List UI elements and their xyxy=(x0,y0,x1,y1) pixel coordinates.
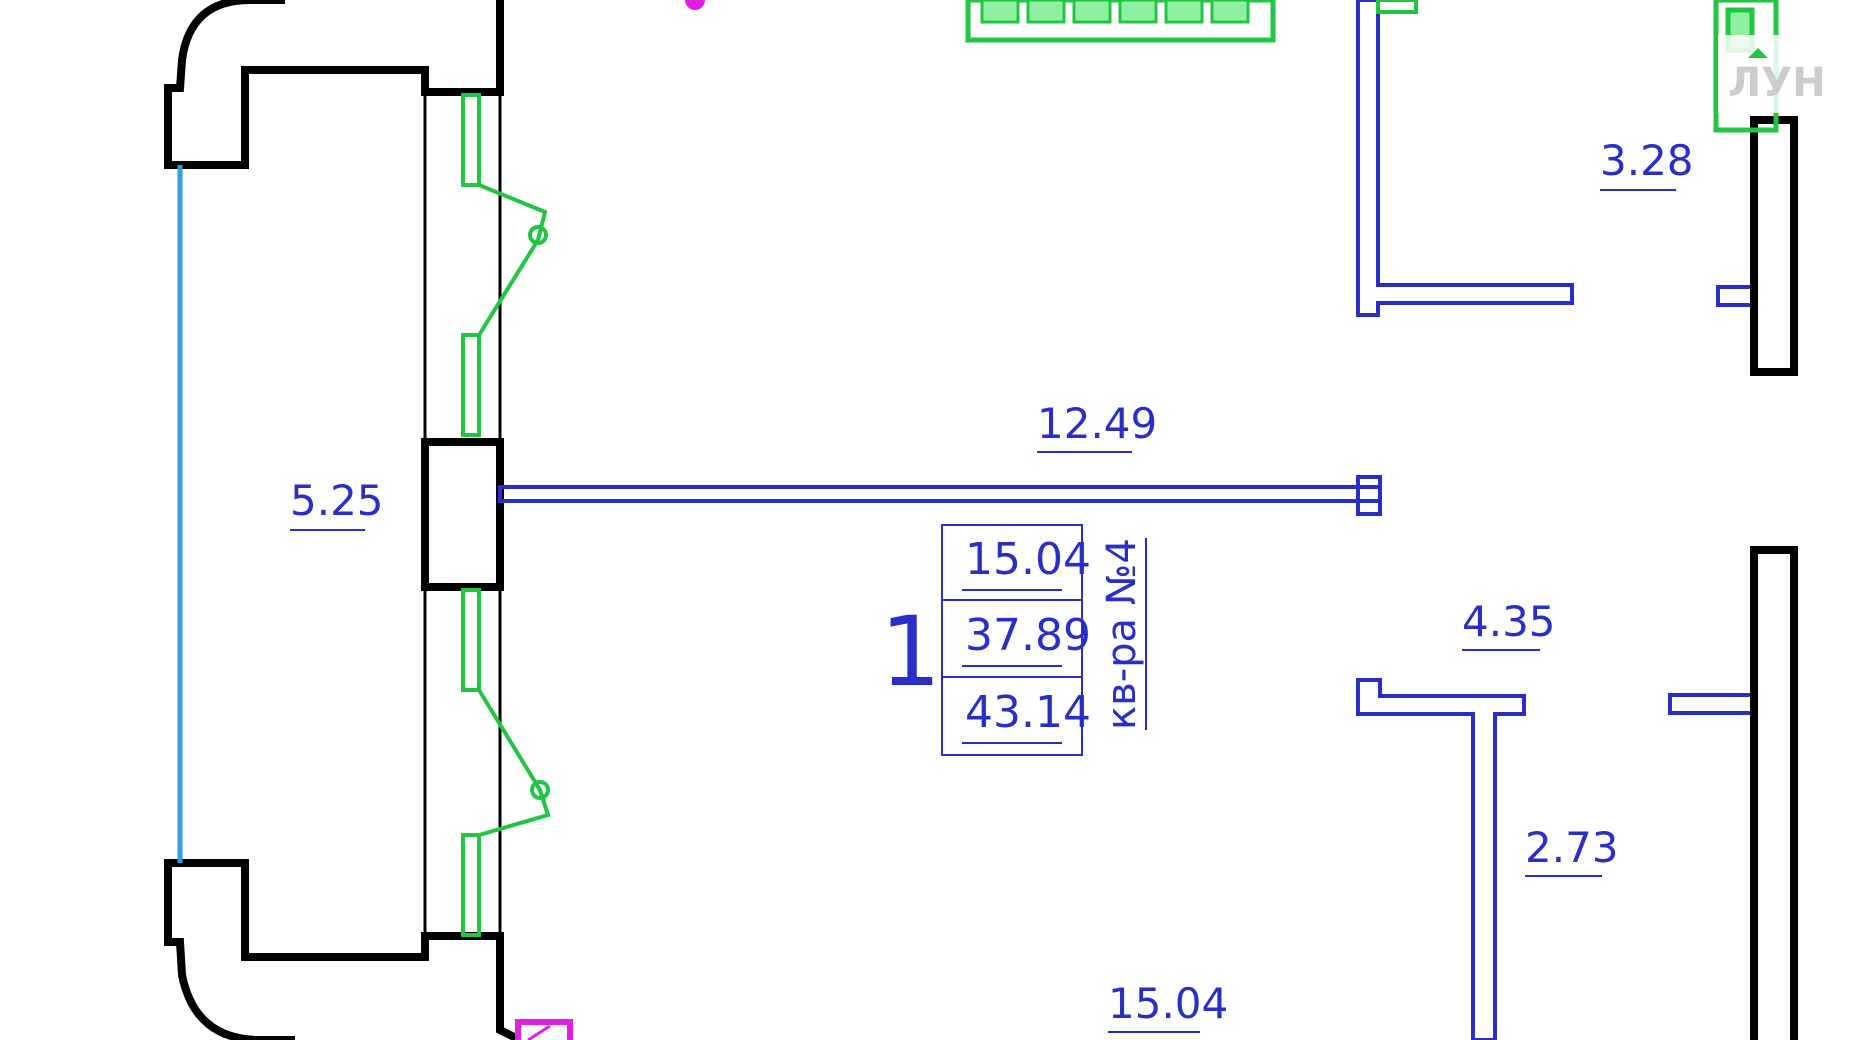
bottom-area-label: 15.04 xyxy=(1108,979,1228,1028)
balcony-walls xyxy=(164,0,522,1040)
apartment-area-2: 37.89 xyxy=(965,610,1091,661)
right-lower-area-label: 2.73 xyxy=(1525,823,1619,872)
partitions xyxy=(498,0,1756,1040)
right-middle-area-label: 4.35 xyxy=(1462,597,1556,646)
marker-top xyxy=(685,0,705,10)
watermark-text: ЛУН xyxy=(1728,60,1826,106)
marker-bottom xyxy=(515,1019,573,1040)
watermark-logo: ЛУН xyxy=(1718,35,1826,113)
balcony-door-fixtures xyxy=(461,93,551,937)
right-walls xyxy=(1750,116,1798,1040)
apartment-number: 1 xyxy=(880,596,941,708)
apartment-area-1: 15.04 xyxy=(965,534,1091,585)
apartment-info: 1 15.04 37.89 43.14 кв-ра №4 xyxy=(880,524,1147,756)
apartment-label: кв-ра №4 xyxy=(1099,538,1145,730)
apartment-area-3: 43.14 xyxy=(965,687,1091,738)
room-labels: 5.25 12.49 3.28 4.35 2.73 15.04 xyxy=(290,136,1694,1033)
balcony-area-label: 5.25 xyxy=(290,476,384,525)
top-right-area-label: 3.28 xyxy=(1600,136,1694,185)
room-area-label: 12.49 xyxy=(1037,399,1157,448)
radiator xyxy=(965,0,1276,43)
